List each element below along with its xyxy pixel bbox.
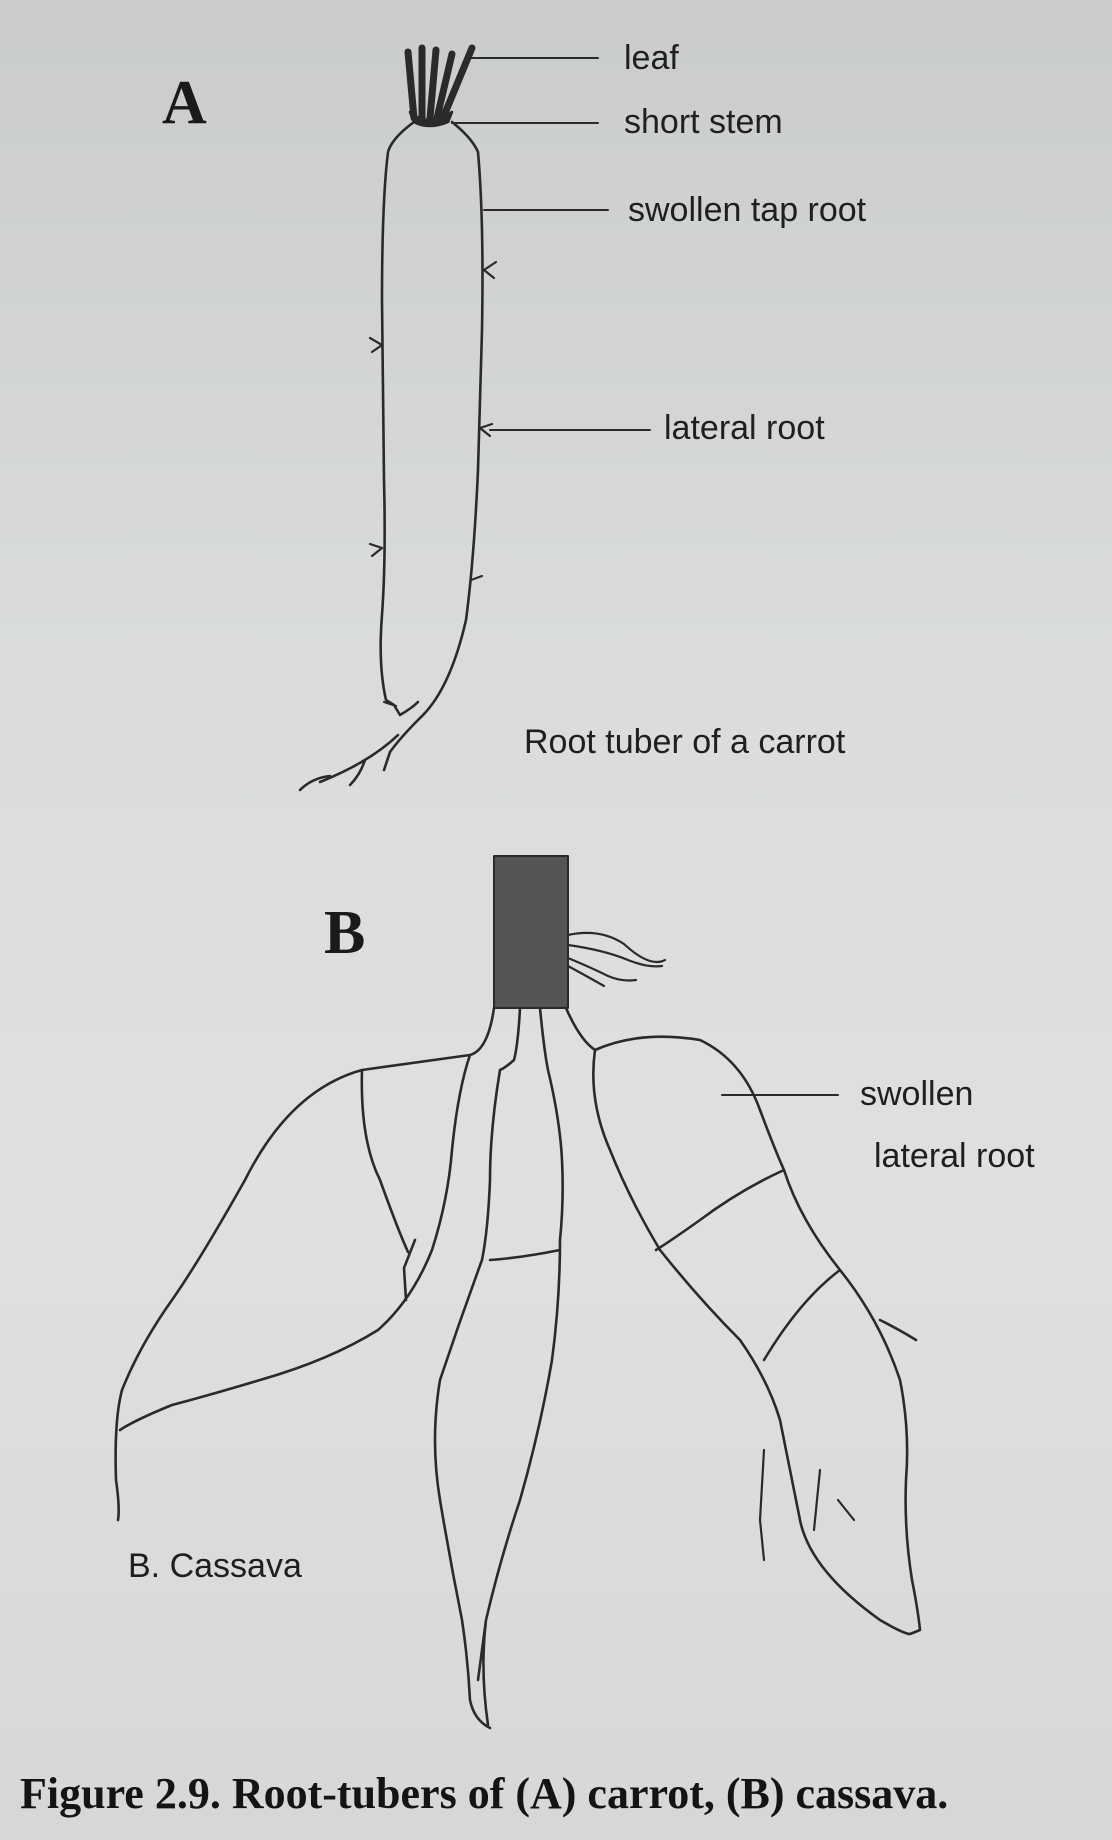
label-leaf: leaf — [624, 39, 679, 77]
carrot-lateral-roots — [368, 260, 498, 708]
panel-label-b: B — [324, 899, 366, 967]
cassava-middle-tuber — [433, 1006, 564, 1730]
label-swollen: swollen — [860, 1075, 974, 1113]
cassava-caption: B. Cassava — [128, 1547, 302, 1585]
carrot-caption: Root tuber of a carrot — [524, 723, 846, 761]
label-short-stem: short stem — [624, 103, 783, 141]
label-lateral-root-cassava: lateral root — [874, 1137, 1035, 1175]
carrot-leader-lines — [451, 57, 651, 431]
panel-label-a: A — [162, 69, 207, 137]
figure-caption: Figure 2.9. Root-tubers of (A) carrot, (… — [20, 1769, 949, 1818]
carrot-short-stem — [408, 110, 454, 128]
cassava-drawing — [114, 855, 922, 1730]
cassava-left-tuber — [114, 1006, 496, 1522]
carrot-tap-root — [379, 120, 484, 754]
label-lateral-root-carrot: lateral root — [664, 409, 825, 447]
carrot-drawing — [298, 44, 651, 792]
cassava-right-rootlets — [758, 1448, 856, 1562]
carrot-leaves — [404, 44, 476, 122]
cassava-right-tuber — [564, 1006, 922, 1636]
label-swollen-tap-root: swollen tap root — [628, 191, 867, 229]
cassava-stem-rootlets — [566, 931, 667, 988]
cassava-stem — [493, 855, 569, 1009]
carrot-root-tail — [298, 733, 400, 792]
